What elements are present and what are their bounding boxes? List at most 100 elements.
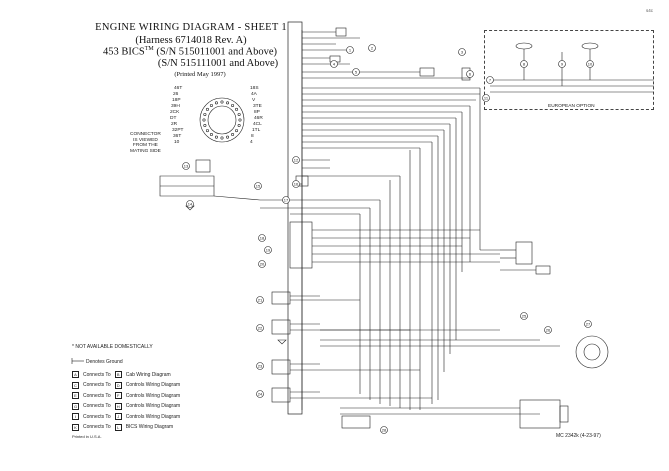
callout-number: 6 (466, 70, 474, 78)
callout-number: 13 (182, 162, 190, 170)
callout-number: 24 (256, 390, 264, 398)
connector-pin (231, 103, 235, 107)
svg-text:3: 3 (461, 49, 464, 54)
svg-text:21: 21 (258, 297, 263, 302)
callout-number: 14 (186, 200, 194, 208)
connector-pin-label: 26 (173, 92, 179, 97)
callout-number: 5 (352, 68, 360, 76)
connector-pin-label: 8 (251, 134, 254, 139)
callout-number: 9 (558, 60, 566, 68)
legend-target-label: Controls Wiring Diagram (125, 413, 181, 420)
legend-target-label: Cab Wiring Diagram (125, 371, 171, 378)
connector-pin-label: 2CK (170, 110, 180, 115)
legend-from-box: E (72, 392, 79, 399)
svg-text:8: 8 (523, 61, 526, 66)
serial-line-2: (S/N 515111001 and Above) (157, 58, 279, 69)
callout-number: 4 (330, 60, 338, 68)
legend-to-box: J (114, 413, 122, 420)
legend-to-box: D (114, 381, 122, 389)
svg-text:28: 28 (382, 427, 387, 432)
connector-pin-label: DT (170, 116, 177, 121)
connector-note: CONNECTOR IS VIEWED FROM THE MATING SIDE (130, 132, 161, 154)
legend-target-label: Controls Wiring Diagram (125, 403, 181, 409)
connector-pin-label: 2R (171, 122, 178, 127)
connector-pin-label: 3TE (253, 104, 262, 109)
legend-from-box: G (72, 402, 79, 410)
callout-number: 10 (586, 60, 594, 68)
connector-pin-label: 46R (254, 116, 263, 121)
legend-connects-label: Connects To (83, 403, 111, 409)
callout-number: 15 (254, 182, 262, 190)
callout-number: 2 (368, 44, 376, 52)
connector-pin (209, 103, 213, 107)
connector-pin (235, 107, 239, 111)
callout-number: 12 (292, 156, 300, 164)
callout-number: 21 (256, 296, 264, 304)
callout-number: 23 (256, 362, 264, 370)
svg-text:4: 4 (333, 61, 336, 66)
connector-pin (209, 133, 213, 137)
connector-pin (226, 101, 230, 105)
svg-text:27: 27 (586, 321, 591, 326)
connector-pin (203, 124, 207, 128)
callout-number: 26 (544, 326, 552, 334)
legend-connects-label: Connects To (83, 424, 111, 430)
connector-pin-label: 1TL (252, 128, 261, 133)
svg-text:19: 19 (266, 247, 271, 252)
connector-pin-label: 36T (173, 134, 182, 139)
legend-to-box: F (114, 392, 122, 399)
connector-pin (237, 124, 241, 128)
european-option-label: EUROPEAN OPTION (548, 104, 595, 109)
connector-pin-label: 10 (174, 140, 180, 145)
european-option-box (484, 30, 654, 110)
callout-number: 18 (258, 234, 266, 242)
document-number: MC 2342k (4-23-97) (556, 433, 601, 439)
callout-number: 16 (292, 180, 300, 188)
svg-text:26: 26 (546, 327, 551, 332)
printed-in-usa: Printed in U.S.A. (72, 434, 102, 439)
legend-to-box: L (114, 423, 122, 431)
legend-connects-label: Connects To (83, 371, 111, 378)
svg-text:12: 12 (294, 157, 299, 162)
battery (341, 415, 371, 429)
svg-text:17: 17 (284, 197, 289, 202)
svg-text:24: 24 (258, 391, 263, 396)
callout-number: 11 (482, 94, 490, 102)
connector-pin-label: 4A (251, 92, 257, 97)
callout-number: 22 (256, 324, 264, 332)
callout-number: 8 (520, 60, 528, 68)
harness-subtitle: (Harness 6714018 Rev. A) (135, 35, 247, 46)
legend-from-box: K (72, 423, 79, 431)
connector-pin (231, 133, 235, 137)
svg-text:1: 1 (349, 47, 352, 52)
connector-pin-label: 46T (174, 86, 183, 91)
callout-number: 25 (520, 312, 528, 320)
main-connector (199, 97, 245, 143)
callout-number: 1 (346, 46, 354, 54)
svg-text:16: 16 (294, 181, 299, 186)
not-available-note: * NOT AVAILABLE DOMESTICALLY (72, 344, 153, 350)
connector-pin (214, 135, 218, 139)
connector-pin (205, 129, 209, 133)
svg-text:15: 15 (256, 183, 261, 188)
connector-pin-label: 4 (250, 140, 253, 145)
connector-pin (220, 136, 224, 140)
svg-text:6: 6 (469, 71, 472, 76)
callout-number: 7 (486, 76, 494, 84)
printed-date: (Printed May 1997) (174, 71, 226, 78)
callout-number: 28 (380, 426, 388, 434)
alternator (575, 335, 609, 369)
main-harness-block (287, 21, 303, 415)
legend-from-box: C (72, 381, 79, 389)
legend-target-label: BICS Wiring Diagram (125, 424, 174, 430)
svg-text:25: 25 (522, 313, 527, 318)
svg-text:20: 20 (260, 261, 265, 266)
connector-pin (203, 112, 207, 116)
svg-text:13: 13 (184, 163, 189, 168)
